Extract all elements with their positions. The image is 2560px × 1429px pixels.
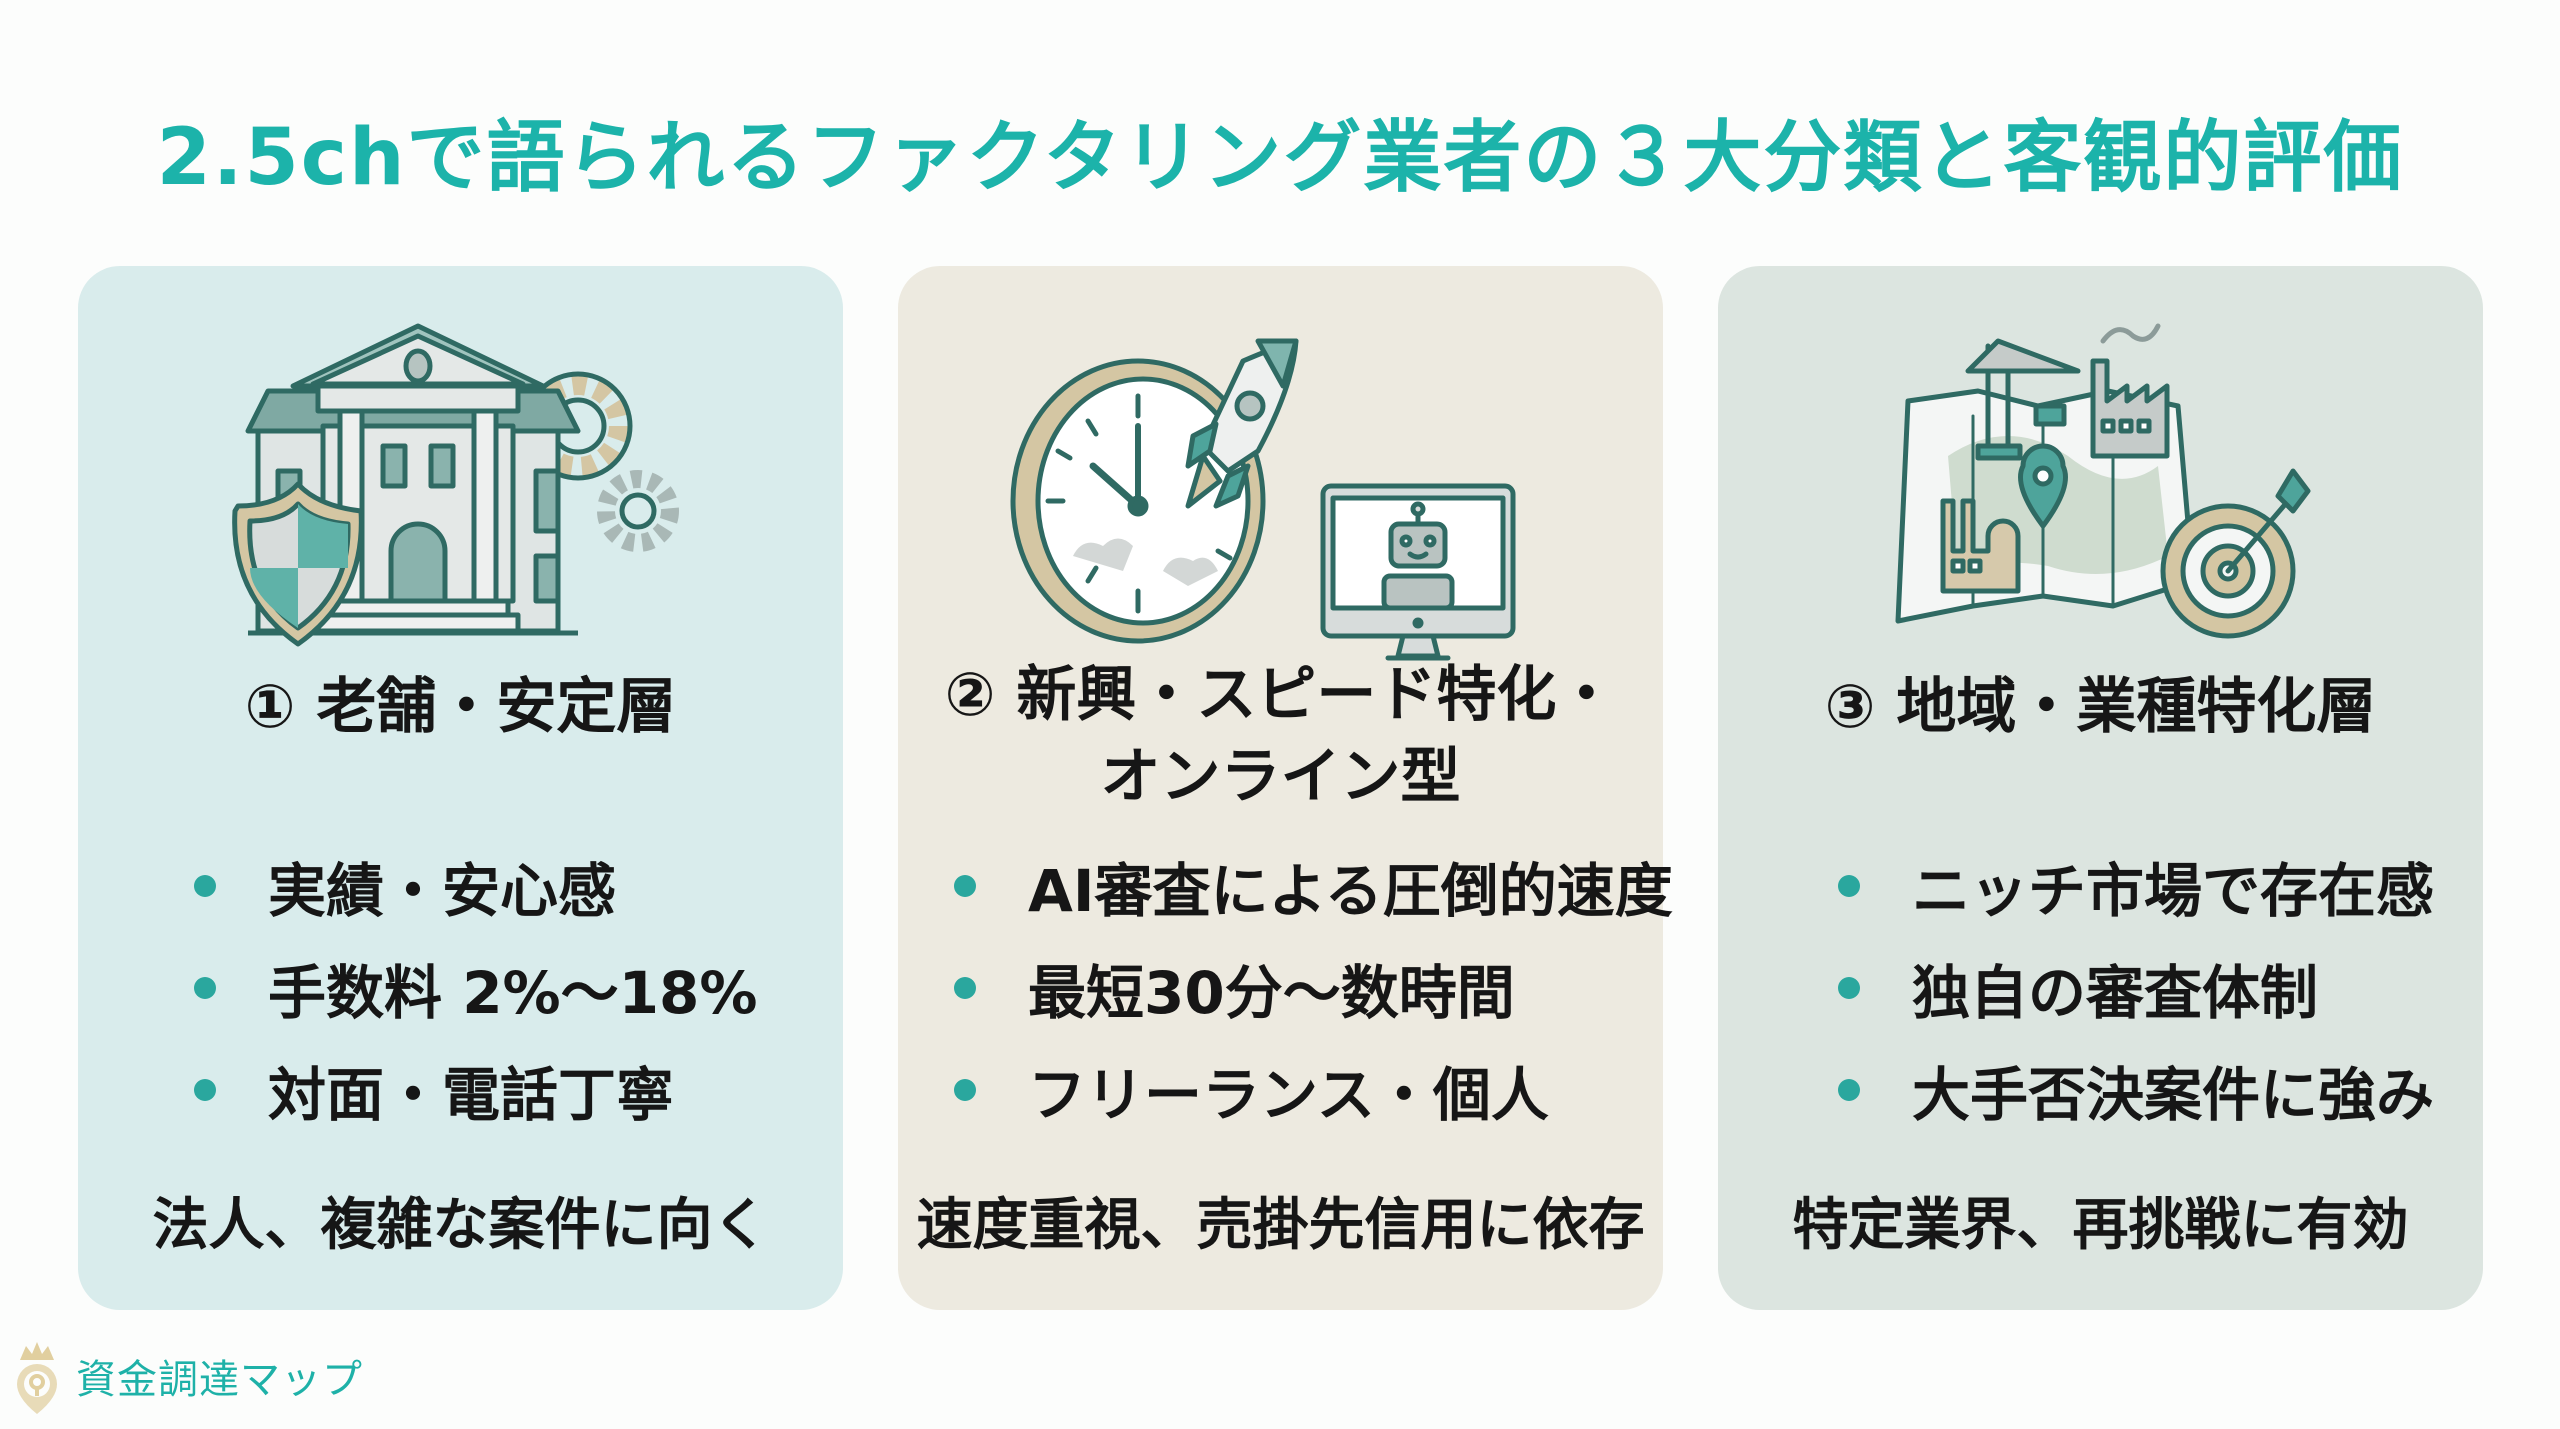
list-item: 最短30分〜数時間 (954, 948, 1515, 1028)
category-card-regional-industry: ③ 地域・業種特化層 ニッチ市場で存在感 独自の審査体制 大手否決案件に強み 特… (1718, 266, 2483, 1310)
bullet-dot-icon (954, 1079, 976, 1101)
bullet-dot-icon (194, 875, 216, 897)
map-factory-target-icon (1718, 306, 2483, 666)
crown-pin-logo-icon (17, 1342, 57, 1414)
clock-rocket-robot-monitor-icon (898, 306, 1663, 666)
bullet-dot-icon (954, 875, 976, 897)
card-summary: 特定業界、再挑戦に有効 (1792, 1193, 2409, 1258)
card-heading: ② 新興・スピード特化・ オンライン型 (944, 660, 1617, 812)
page-title: 2.5chで語られるファクタリング業者の３大分類と客観的評価 (156, 113, 2404, 203)
card-summary: 法人、複雑な案件に向く (152, 1193, 769, 1258)
list-item: 大手否決案件に強み (1838, 1050, 2434, 1130)
bullet-dot-icon (954, 977, 976, 999)
card-summary: 速度重視、売掛先信用に依存 (916, 1193, 1645, 1258)
bullet-dot-icon (194, 1079, 216, 1101)
list-item: 対面・電話丁寧 (194, 1050, 674, 1130)
brand-logo: 資金調達マップ (12, 1336, 363, 1416)
list-item: ニッチ市場で存在感 (1838, 846, 2434, 926)
list-item: 実績・安心感 (194, 846, 616, 926)
bullet-dot-icon (1838, 875, 1860, 897)
bullet-dot-icon (1838, 1079, 1860, 1101)
card-heading: ① 老舗・安定層 (244, 672, 677, 742)
bullet-dot-icon (194, 977, 216, 999)
bank-building-shield-gears-icon (78, 306, 843, 666)
category-card-speed-online: ② 新興・スピード特化・ オンライン型 AI審査による圧倒的速度 最短30分〜数… (898, 266, 1673, 1310)
list-item: 手数料 2%〜18% (194, 948, 758, 1028)
list-item: 独自の審査体制 (1838, 948, 2318, 1028)
category-card-established: ① 老舗・安定層 実績・安心感 手数料 2%〜18% 対面・電話丁寧 法人、複雑… (78, 266, 843, 1310)
card-heading: ③ 地域・業種特化層 (1824, 672, 2377, 742)
list-item: AI審査による圧倒的速度 (954, 846, 1673, 926)
brand-name: 資金調達マップ (76, 1357, 363, 1403)
list-item: フリーランス・個人 (954, 1050, 1549, 1130)
bullet-dot-icon (1838, 977, 1860, 999)
